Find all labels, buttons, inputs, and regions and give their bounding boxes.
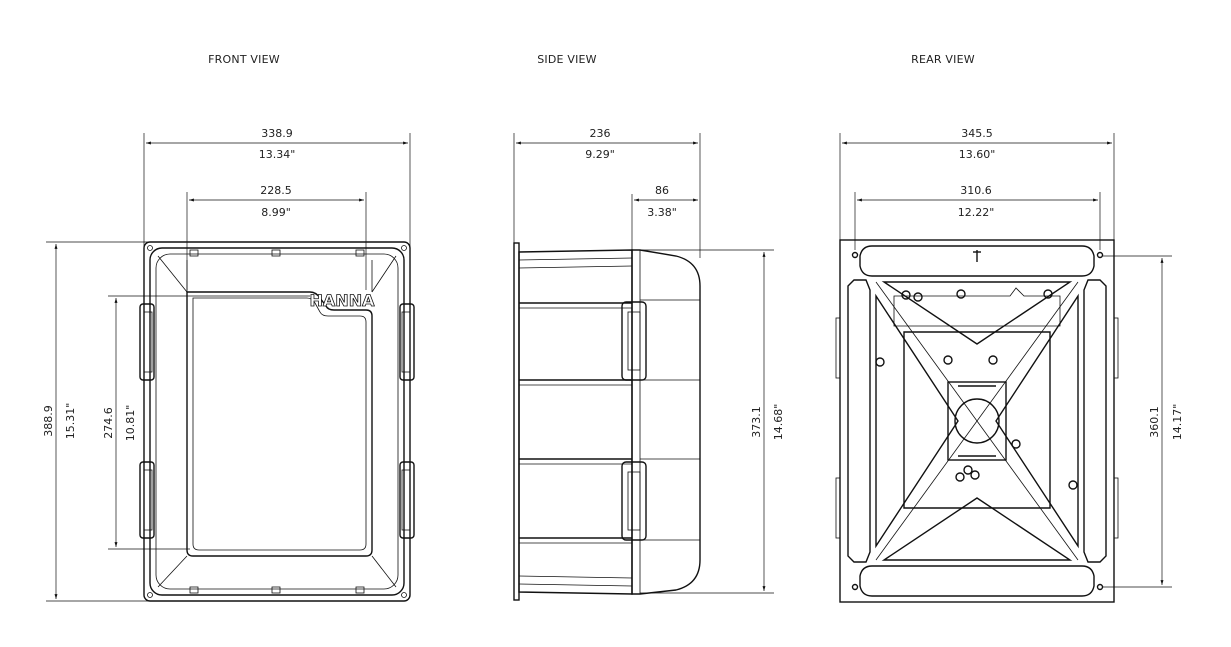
rear-view: REAR VIEW 345.5 13.60" 310.6 12.22" 360.… — [835, 53, 1184, 603]
front-width-dimension: 338.9 13.34" — [143, 127, 411, 248]
front-enclosure — [139, 241, 415, 602]
rear-height-mm: 360.1 — [1148, 406, 1161, 438]
side-height-dimension: 373.1 14.68" — [640, 249, 785, 594]
rear-width-dimension: 345.5 13.60" — [839, 127, 1115, 240]
front-width-in: 13.34" — [259, 148, 296, 161]
rear-hole-spacing-mm: 310.6 — [960, 184, 992, 197]
front-window-height-mm: 274.6 — [102, 407, 115, 439]
front-window-width-in: 8.99" — [261, 206, 291, 219]
side-lid-depth-mm: 86 — [655, 184, 669, 197]
front-view-title: FRONT VIEW — [208, 53, 280, 66]
front-height-mm: 388.9 — [42, 405, 55, 437]
rear-width-mm: 345.5 — [961, 127, 993, 140]
rear-width-in: 13.60" — [959, 148, 996, 161]
side-height-mm: 373.1 — [750, 406, 763, 438]
front-window-width-dimension: 228.5 8.99" — [186, 184, 367, 290]
side-lid-depth-in: 3.38" — [647, 206, 677, 219]
front-window-height-in: 10.81" — [124, 405, 137, 442]
side-depth-mm: 236 — [590, 127, 611, 140]
side-view: SIDE VIEW 236 9.29" 86 3.38" 373.1 14.68… — [513, 53, 785, 601]
rear-height-in: 14.17" — [1171, 404, 1184, 441]
rear-hole-spacing-in: 12.22" — [958, 206, 995, 219]
side-depth-in: 9.29" — [585, 148, 615, 161]
side-lid-depth-dimension: 86 3.38" — [631, 184, 698, 250]
side-view-title: SIDE VIEW — [537, 53, 597, 66]
front-window-height-dimension: 274.6 10.81" — [102, 295, 310, 550]
rear-view-title: REAR VIEW — [911, 53, 975, 66]
front-height-in: 15.31" — [64, 403, 77, 440]
front-width-mm: 338.9 — [261, 127, 293, 140]
rear-hole-spacing-dimension: 310.6 12.22" — [854, 184, 1101, 250]
front-height-dimension: 388.9 15.31" — [42, 241, 150, 602]
front-window-width-mm: 228.5 — [260, 184, 292, 197]
side-depth-dimension: 236 9.29" — [513, 127, 701, 258]
hanna-logo: HANNA — [310, 291, 376, 310]
side-height-in: 14.68" — [772, 404, 785, 441]
rear-height-dimension: 360.1 14.17" — [1102, 255, 1184, 588]
side-enclosure — [513, 242, 701, 601]
rear-enclosure — [835, 239, 1119, 603]
front-view: FRONT VIEW 338.9 13.34" 228.5 8.99" 388.… — [42, 53, 415, 602]
